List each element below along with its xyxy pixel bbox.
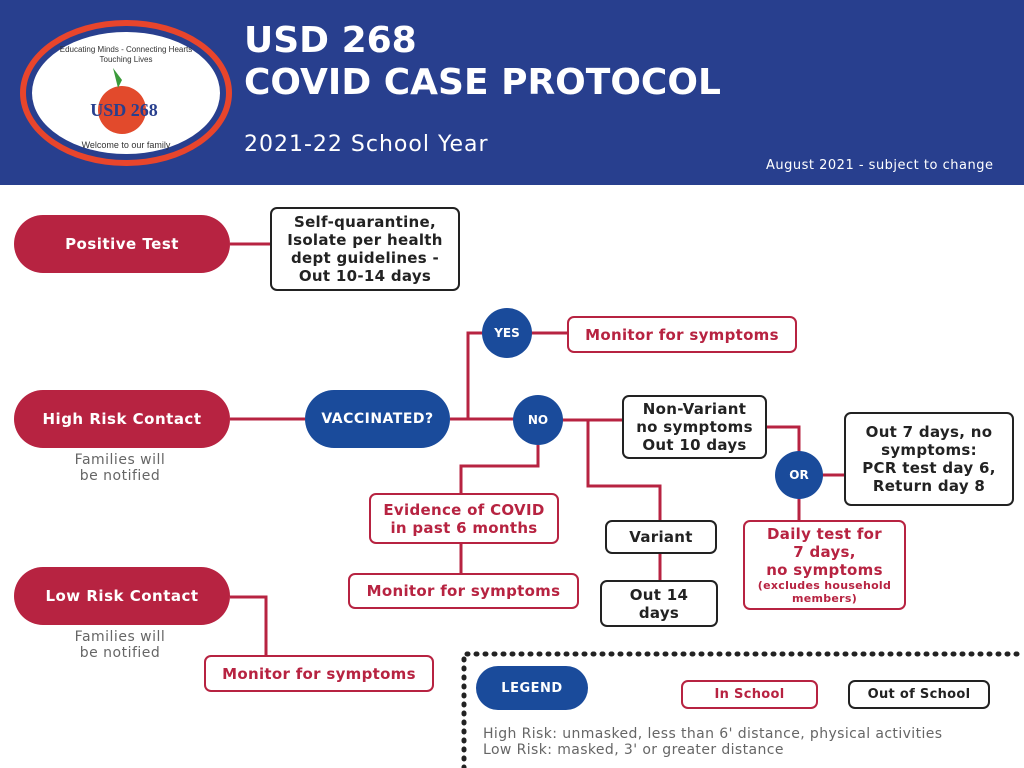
yes-circle: YES [482,308,532,358]
positive-test-pill: Positive Test [14,215,230,273]
svg-text:Welcome to our family: Welcome to our family [82,140,171,150]
no-circle: NO [513,395,563,445]
low-result-box: Monitor for symptoms [204,655,434,692]
or-circle: OR [775,451,823,499]
legend-dotted-border [461,651,1024,768]
legend-pill: LEGEND [476,666,588,710]
title-line-1: USD 268 [244,20,417,61]
legend-out-of-school: Out of School [848,680,990,709]
variant-box: Variant [605,520,717,554]
svg-text:Educating Minds - Connecting H: Educating Minds - Connecting Hearts [60,45,193,54]
high-risk-pill: High Risk Contact [14,390,230,448]
date-note: August 2021 - subject to change [766,158,994,173]
district-logo: USD 268 Educating Minds - Connecting Hea… [18,18,234,168]
legend-in-school: In School [681,680,818,709]
vaccinated-question: VACCINATED? [305,390,450,448]
yes-result-box: Monitor for symptoms [567,316,797,353]
evidence-result-box: Monitor for symptoms [348,573,579,609]
svg-text:Touching Lives: Touching Lives [100,55,153,64]
subtitle: 2021-22 School Year [244,132,489,157]
low-risk-pill: Low Risk Contact [14,567,230,625]
low-risk-definition: Low Risk: masked, 3' or greater distance [483,742,784,758]
high-risk-definition: High Risk: unmasked, less than 6' distan… [483,726,943,742]
title-line-2: COVID CASE PROTOCOL [244,62,721,103]
logo-center-text: USD 268 [90,100,158,120]
